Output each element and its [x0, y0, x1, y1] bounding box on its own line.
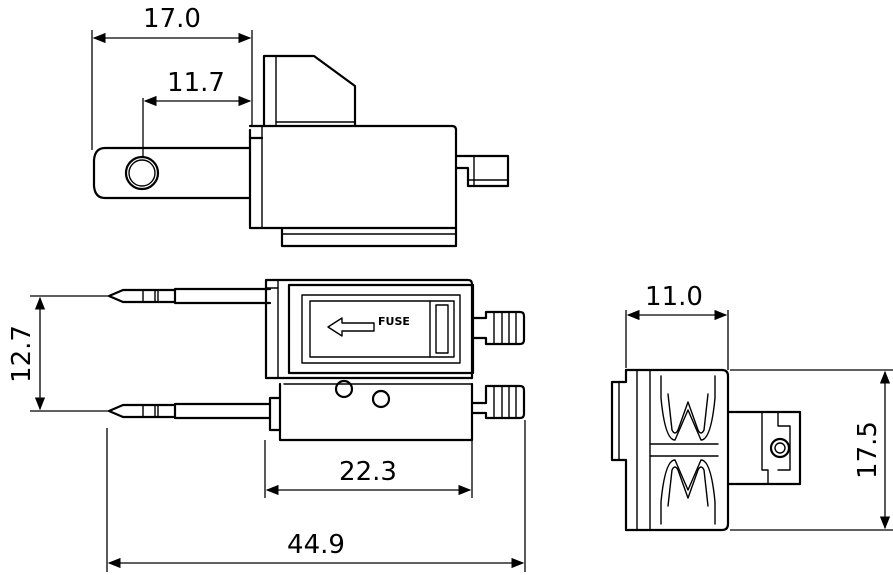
dim-label-12-7: 12.7	[7, 325, 37, 383]
arrow-left-icon	[327, 317, 375, 337]
dim-label-17: 17.0	[143, 4, 201, 34]
fuse-label: FUSE	[378, 315, 410, 328]
side-view	[610, 368, 802, 532]
front-view: FUSE	[107, 278, 526, 442]
dim-front-pitch: 12.7	[7, 295, 110, 412]
dim-label-11: 11.0	[645, 282, 703, 312]
dim-label-17-5: 17.5	[853, 421, 883, 479]
dim-side-height: 17.5	[730, 369, 893, 531]
dim-label-11-7: 11.7	[167, 68, 225, 98]
mounting-hole-icon	[124, 155, 160, 191]
dim-label-22-3: 22.3	[339, 457, 397, 487]
dim-label-44-9: 44.9	[287, 530, 345, 560]
dim-front-body: 22.3	[264, 440, 473, 498]
top-view	[92, 54, 510, 248]
dim-top-overall: 17.0	[91, 4, 253, 150]
dim-front-overall: 44.9	[106, 420, 526, 572]
dim-side-width: 11.0	[625, 282, 729, 370]
dim-top-hole: 11.7	[142, 68, 252, 158]
